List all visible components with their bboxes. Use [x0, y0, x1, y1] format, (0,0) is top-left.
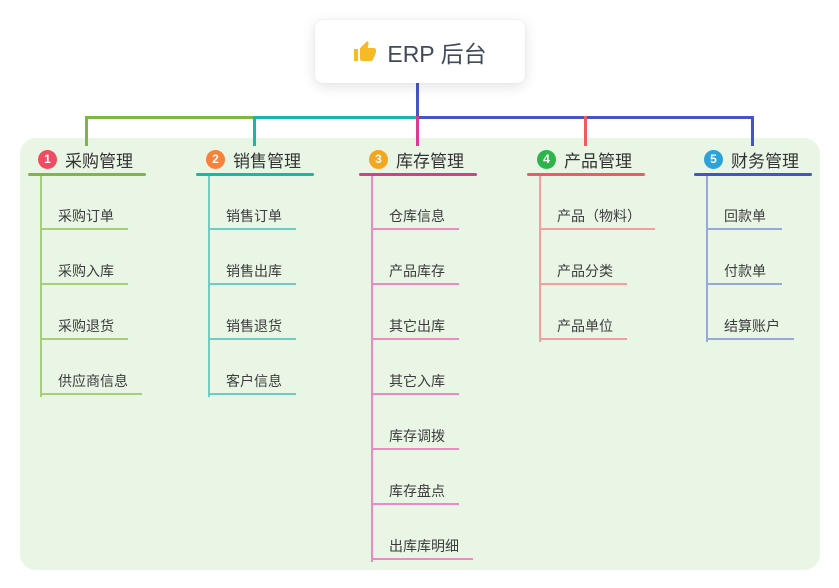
child-node[interactable]: 回款单 — [706, 204, 782, 230]
branch-number-badge: 4 — [537, 149, 556, 169]
branch-label: 库存管理 — [396, 151, 464, 171]
branch-spine-line — [539, 176, 541, 342]
branch-underline — [527, 173, 645, 176]
child-node[interactable]: 采购订单 — [40, 204, 128, 230]
root-node[interactable]: ERP 后台 — [315, 20, 525, 83]
child-node[interactable]: 库存盘点 — [371, 479, 459, 505]
branch-underline — [359, 173, 477, 176]
branch-node-3[interactable]: 3 库存管理 — [369, 147, 464, 171]
child-node[interactable]: 其它入库 — [371, 369, 459, 395]
branch-number-badge: 2 — [206, 149, 225, 169]
branch-number-badge: 1 — [38, 149, 57, 169]
child-node[interactable]: 销售退货 — [208, 314, 296, 340]
branch-drop-line — [416, 116, 419, 146]
branch-node-1[interactable]: 1 采购管理 — [38, 147, 133, 171]
branch-spine-line — [208, 176, 210, 397]
child-node[interactable]: 结算账户 — [706, 314, 794, 340]
branch-underline — [694, 173, 812, 176]
branch-node-4[interactable]: 4 产品管理 — [537, 147, 632, 171]
root-label: ERP 后台 — [387, 40, 487, 67]
branch-drop-line — [85, 116, 88, 146]
rail-mid-line — [255, 116, 417, 119]
branch-node-5[interactable]: 5 财务管理 — [704, 147, 799, 171]
branch-spine-line — [40, 176, 42, 397]
child-node[interactable]: 销售订单 — [208, 204, 296, 230]
child-node[interactable]: 产品单位 — [539, 314, 627, 340]
child-node[interactable]: 库存调拨 — [371, 424, 459, 450]
branch-drop-line — [584, 116, 587, 146]
branch-underline — [196, 173, 314, 176]
child-node[interactable]: 出库库明细 — [371, 534, 473, 560]
rail-left-line — [85, 116, 255, 119]
branch-underline — [28, 173, 146, 176]
thumbs-up-icon — [353, 40, 377, 64]
child-node[interactable]: 产品（物料） — [539, 204, 655, 230]
branch-spine-line — [371, 176, 373, 562]
child-node[interactable]: 采购入库 — [40, 259, 128, 285]
branch-spine-line — [706, 176, 708, 342]
child-node[interactable]: 产品库存 — [371, 259, 459, 285]
branch-drop-line — [751, 116, 754, 146]
branch-number-badge: 3 — [369, 149, 388, 169]
branch-node-2[interactable]: 2 销售管理 — [206, 147, 301, 171]
branch-label: 采购管理 — [65, 151, 133, 171]
child-node[interactable]: 付款单 — [706, 259, 782, 285]
branch-drop-line — [253, 116, 256, 146]
root-stem-line — [416, 83, 419, 118]
child-node[interactable]: 供应商信息 — [40, 369, 142, 395]
child-node[interactable]: 客户信息 — [208, 369, 296, 395]
child-node[interactable]: 其它出库 — [371, 314, 459, 340]
child-node[interactable]: 销售出库 — [208, 259, 296, 285]
child-node[interactable]: 产品分类 — [539, 259, 627, 285]
branches-panel — [20, 138, 820, 570]
child-node[interactable]: 仓库信息 — [371, 204, 459, 230]
branch-number-badge: 5 — [704, 149, 723, 169]
branch-label: 销售管理 — [233, 151, 301, 171]
branch-label: 产品管理 — [564, 151, 632, 171]
child-node[interactable]: 采购退货 — [40, 314, 128, 340]
branch-label: 财务管理 — [731, 151, 799, 171]
